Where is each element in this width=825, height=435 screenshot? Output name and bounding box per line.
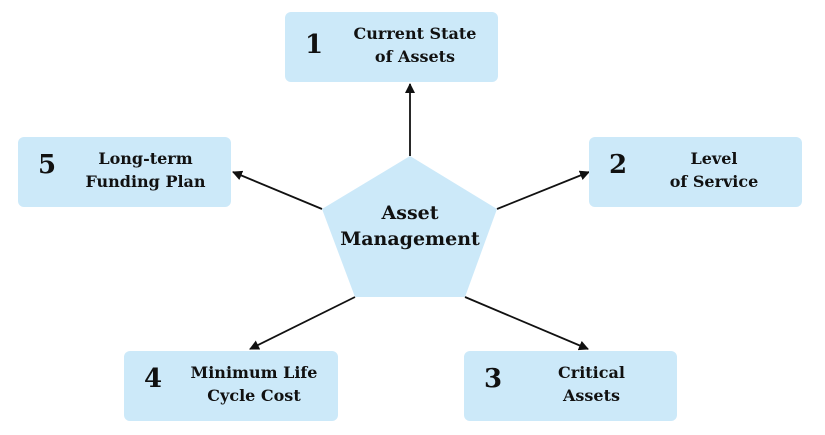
box-long-term-funding-plan: 5 Long-term Funding Plan <box>18 137 231 207</box>
box-current-state-of-assets: 1 Current State of Assets <box>285 12 498 82</box>
box-level-of-service: 2 Level of Service <box>589 137 802 207</box>
box-number: 2 <box>609 150 628 180</box>
box-label: Current State of Assets <box>353 24 477 66</box>
arrow-to-box-2 <box>496 170 590 210</box>
box-label: Long-term Funding Plan <box>85 149 206 191</box>
arrow-to-box-4 <box>249 296 356 350</box>
arrow-to-box-5 <box>232 170 323 210</box>
box-number: 1 <box>305 30 324 60</box>
arrow-to-box-3 <box>464 296 589 351</box>
center-pentagon <box>322 156 497 297</box>
box-label: Minimum Life Cycle Cost <box>190 363 318 405</box>
box-number: 5 <box>38 150 57 180</box>
box-number: 4 <box>144 364 163 394</box>
center-label: Asset Management <box>340 202 480 250</box>
box-label: Level of Service <box>669 149 759 191</box>
box-minimum-life-cycle-cost: 4 Minimum Life Cycle Cost <box>124 351 338 421</box>
box-critical-assets: 3 Critical Assets <box>464 351 677 421</box>
box-label: Critical Assets <box>558 363 625 405</box>
box-number: 3 <box>484 364 503 394</box>
